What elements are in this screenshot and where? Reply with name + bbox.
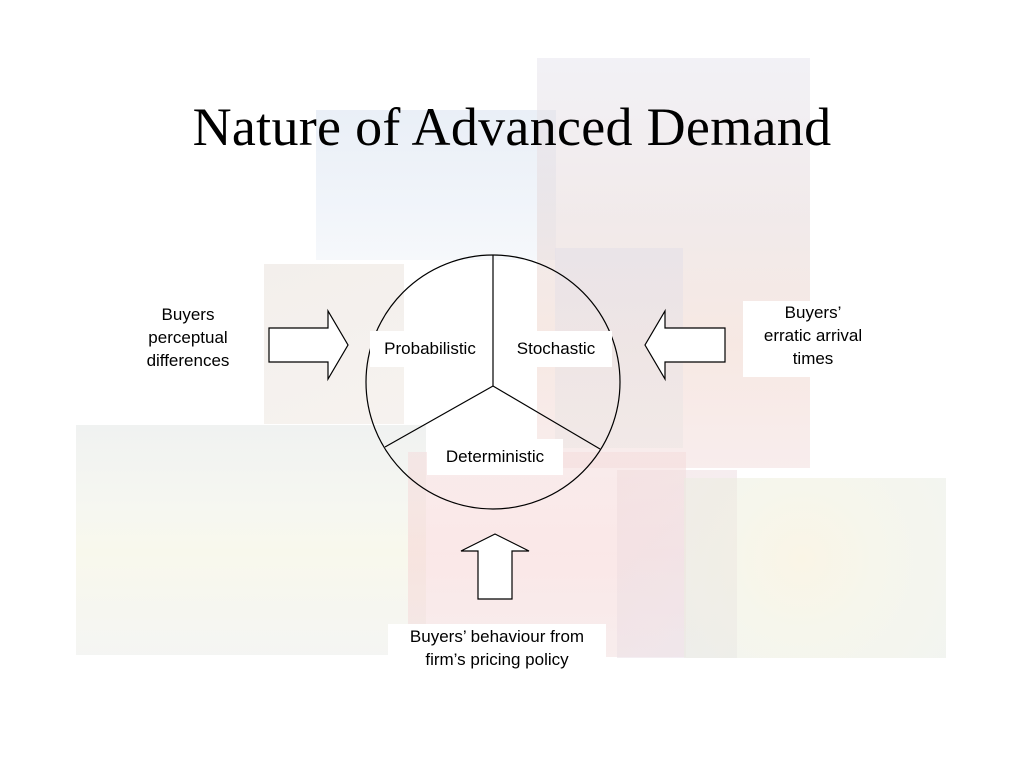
flowers-photo bbox=[684, 478, 946, 658]
input-right-line: erratic arrival bbox=[763, 326, 863, 345]
airplane-photo bbox=[316, 110, 556, 260]
divider-lower-left bbox=[384, 385, 494, 448]
slide-title: Nature of Advanced Demand bbox=[192, 97, 832, 157]
input-left-line: differences bbox=[146, 351, 230, 370]
input-right-line: times bbox=[792, 349, 834, 368]
input-left-line: Buyers bbox=[161, 305, 215, 324]
input-bottom-line: firm’s pricing policy bbox=[425, 650, 569, 669]
input-right-label: Buyers’ erratic arrival times bbox=[743, 301, 883, 377]
right-arrow-icon bbox=[268, 308, 349, 382]
left-arrow-icon bbox=[644, 308, 726, 382]
segment-stochastic: Stochastic bbox=[500, 331, 612, 367]
input-bottom-line: Buyers’ behaviour from bbox=[409, 627, 585, 646]
input-bottom-label: Buyers’ behaviour from firm’s pricing po… bbox=[388, 624, 606, 672]
input-right-line: Buyers’ bbox=[784, 303, 842, 322]
tram-photo bbox=[76, 425, 426, 655]
segment-probabilistic: Probabilistic bbox=[370, 331, 490, 367]
input-left-line: perceptual bbox=[148, 328, 228, 347]
input-left-label: Buyers perceptual differences bbox=[128, 303, 248, 372]
up-arrow-icon bbox=[460, 533, 530, 600]
segment-deterministic: Deterministic bbox=[427, 439, 563, 475]
divider-lower-right bbox=[492, 385, 601, 450]
